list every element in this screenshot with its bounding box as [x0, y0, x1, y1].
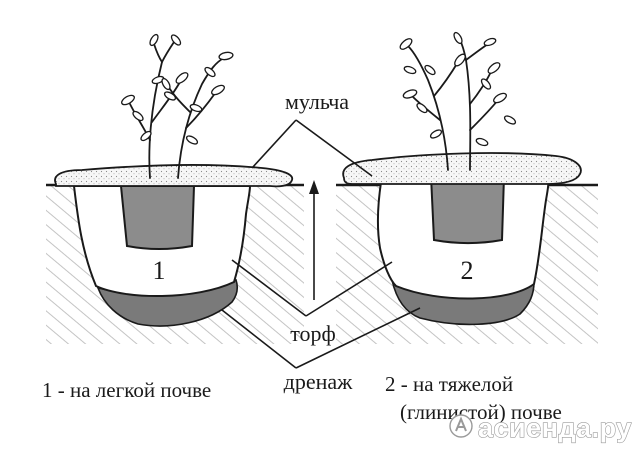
pit-1 [54, 164, 294, 327]
watermark: асиенда.ру [449, 412, 632, 444]
watermark-text: асиенда.ру [478, 413, 632, 443]
peat-label: торф [290, 321, 336, 346]
caption-heavy-soil-line1: 2 - на тяжелой [385, 372, 513, 396]
plant-2-leaves [399, 31, 517, 147]
caption-heavy-soil-line2: (глинистой) почве [400, 400, 562, 424]
callout-lines [221, 119, 421, 369]
drainage-label: дренаж [284, 369, 353, 394]
plant-2-number: 2 [461, 256, 474, 285]
watermark-logo-icon [449, 414, 473, 438]
plant-1-leaves [121, 33, 234, 145]
mulch-2 [342, 152, 582, 185]
plant-1 [129, 41, 225, 179]
plant-2 [407, 39, 499, 171]
vertical-arrow [309, 180, 319, 300]
root-ball-1 [119, 185, 196, 250]
mulch-label: мульча [285, 89, 349, 114]
pit-2 [342, 152, 582, 326]
caption-light-soil: 1 - на легкой почве [42, 378, 211, 402]
mulch-1 [54, 164, 294, 188]
plant-1-number: 1 [153, 256, 166, 285]
root-ball-2 [429, 175, 506, 244]
